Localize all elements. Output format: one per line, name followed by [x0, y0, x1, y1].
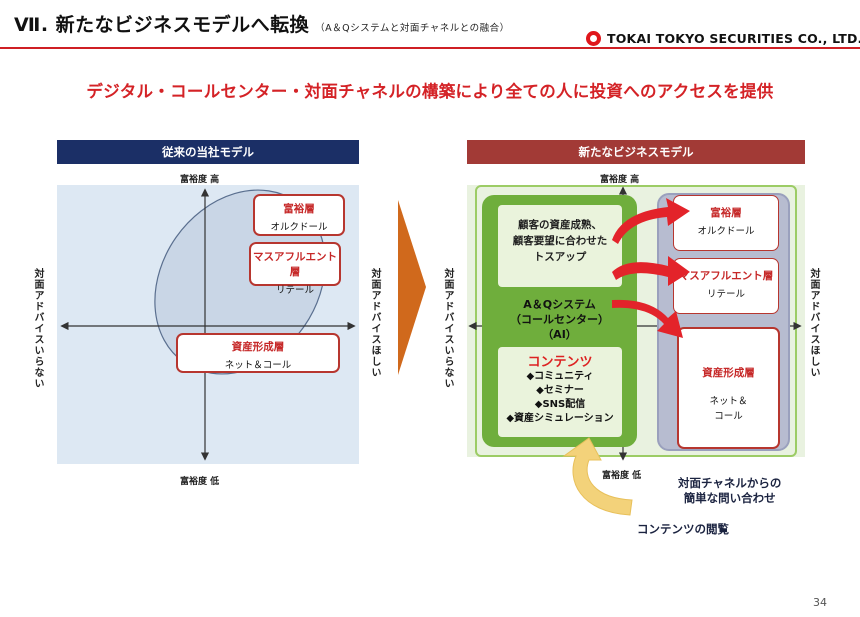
aq-system-label: A＆Qシステム （コールセンター） （AI） — [482, 297, 637, 342]
inquiry-line-1: 対面チャネルからの — [678, 476, 782, 490]
segment-title: 資産形成層 — [702, 367, 755, 379]
right-axis-right-label: 対面アドバイスほしい — [808, 268, 819, 378]
contents-title: コンテンツ — [527, 355, 593, 370]
toss-up-box: 顧客の資産成熟、 顧客要望に合わせた トスアップ — [498, 205, 622, 287]
toss-up-line-1: 顧客の資産成熟、 — [518, 219, 602, 231]
right-axis-bottom-label: 富裕度 低 — [602, 471, 642, 481]
toss-up-line-3: トスアップ — [533, 251, 587, 263]
aq-line-2: （コールセンター） — [510, 313, 609, 326]
segment-desc: リテール — [275, 285, 314, 296]
contents-item: ◆資産シミュレーション — [506, 413, 614, 424]
segment-desc: ネット＆コール — [224, 360, 292, 371]
segment-title: 資産形成層 — [231, 341, 285, 353]
yellow-curved-arrow-icon — [562, 437, 633, 516]
right-segment-wealthy: 富裕層 オルクドール — [673, 195, 779, 251]
left-axis-top-label: 富裕度 高 — [180, 175, 220, 185]
page-number: 34 — [813, 596, 827, 609]
page-subtitle: （A＆Qシステムと対面チャネルとの融合） — [315, 23, 510, 34]
inquiry-note: 対面チャネルからの 簡単な問い合わせ — [678, 476, 781, 506]
segment-desc: オルクドール — [697, 226, 755, 237]
right-axis-top-label: 富裕度 高 — [600, 175, 640, 185]
segment-title: マスアフルエント層 — [253, 251, 337, 278]
right-panel-banner: 新たなビジネスモデル — [467, 140, 805, 164]
contents-item: ◆コミュニティ — [526, 371, 594, 382]
inquiry-line-2: 簡単な問い合わせ — [683, 491, 776, 505]
right-segment-mass-affluent: マスアフルエント層 リテール — [673, 258, 779, 314]
page-title: Ⅶ. 新たなビジネスモデルへ転換 （A＆Qシステムと対面チャネルとの融合） — [14, 10, 510, 37]
segment-desc: リテール — [706, 289, 745, 300]
left-segment-mass-affluent: マスアフルエント層 リテール — [249, 242, 341, 296]
segment-desc: ネット＆ コール — [709, 396, 748, 422]
left-segment-asset-building: 資産形成層 ネット＆コール — [176, 333, 340, 373]
contents-box: コンテンツ ◆コミュニティ ◆セミナー ◆SNS配信 ◆資産シミュレーション — [498, 347, 622, 437]
red-arrow-icon — [612, 198, 690, 338]
left-segment-wealthy: 富裕層 オルクドール — [253, 194, 345, 236]
headline: デジタル・コールセンター・対面チャネルの構築により全ての人に投資へのアクセスを提… — [86, 82, 774, 101]
toss-up-line-2: 顧客要望に合わせた — [512, 235, 608, 247]
left-axis-right-label: 対面アドバイスほしい — [369, 268, 380, 378]
header-divider — [0, 47, 860, 49]
right-axis-left-label: 対面アドバイスいらない — [442, 268, 453, 389]
left-axis-left-label: 対面アドバイスいらない — [32, 268, 43, 389]
contents-item: ◆SNS配信 — [534, 399, 586, 410]
company-name: TOKAI TOKYO SECURITIES CO., LTD. — [607, 30, 860, 46]
segment-title: 富裕層 — [710, 207, 742, 219]
company-logo: TOKAI TOKYO SECURITIES CO., LTD. — [586, 29, 860, 47]
segment-title: 富裕層 — [283, 203, 315, 215]
segment-desc: オルクドール — [270, 222, 328, 233]
left-panel-banner: 従来の当社モデル — [57, 140, 359, 164]
right-segment-asset-building: 資産形成層 ネット＆ コール — [677, 327, 780, 449]
transition-arrow-icon — [398, 200, 426, 375]
right-panel-frame — [475, 185, 797, 457]
contents-item: ◆セミナー — [536, 385, 584, 396]
aq-line-1: A＆Qシステム — [523, 298, 596, 311]
segment-title: マスアフルエント層 — [678, 270, 774, 282]
aq-line-3: （AI） — [542, 328, 577, 341]
left-axis-bottom-label: 富裕度 低 — [180, 477, 220, 487]
page-title-text: Ⅶ. 新たなビジネスモデルへ転換 — [14, 14, 310, 36]
logo-mark-icon — [586, 30, 601, 46]
browse-note: コンテンツの閲覧 — [637, 522, 729, 536]
